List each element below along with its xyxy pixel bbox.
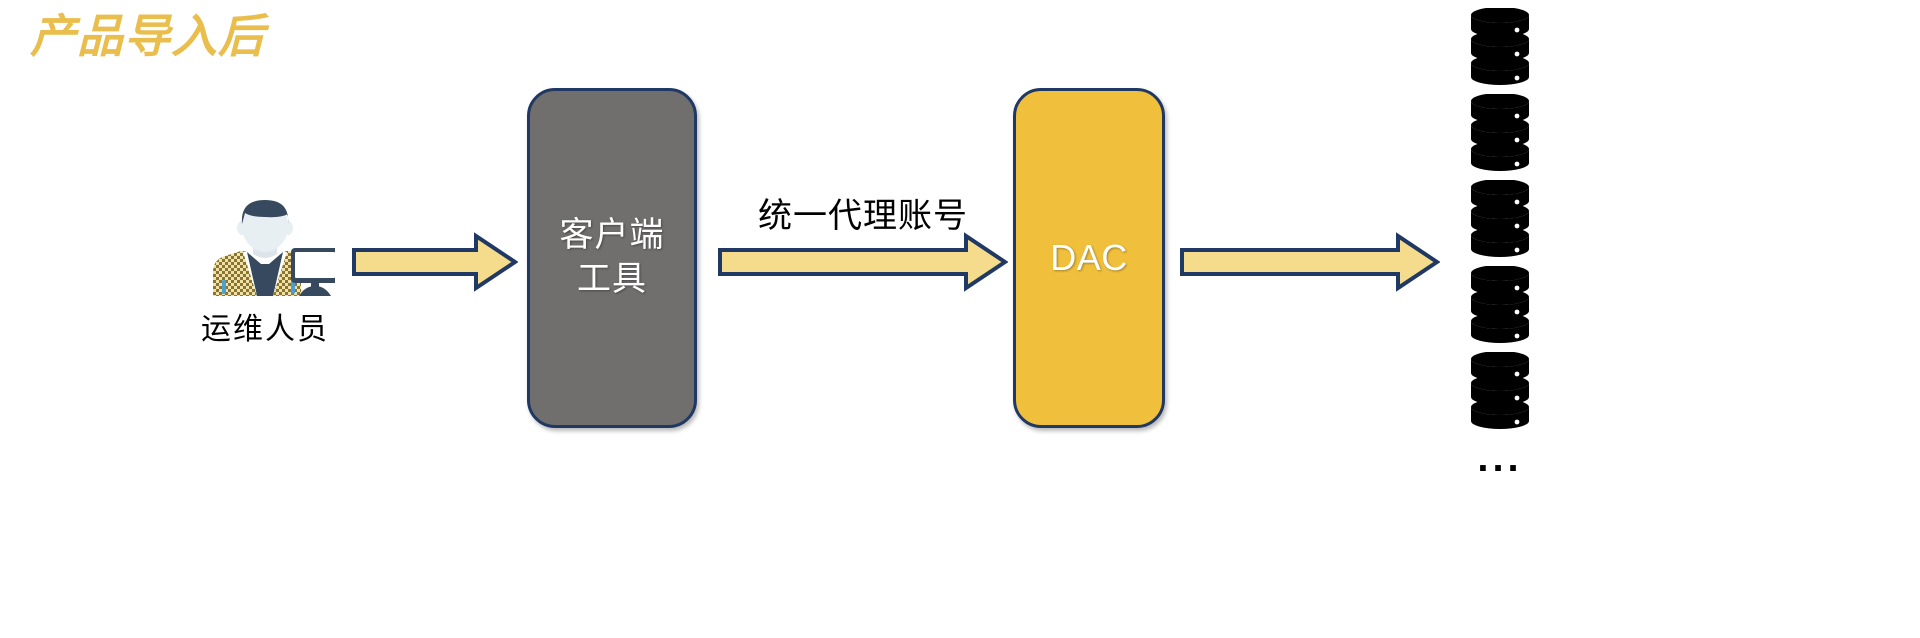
- database-stack-ellipsis: ...: [1477, 436, 1523, 480]
- database-cylinder-icon: [1471, 180, 1529, 257]
- page-title: 产品导入后: [30, 11, 265, 62]
- arrow-client-to-dac-label: 统一代理账号: [758, 198, 968, 235]
- node-dac[interactable]: DAC: [1013, 88, 1165, 428]
- arrow-operator-to-client: [352, 232, 518, 292]
- node-client-tool-label-line1: 客户端: [559, 216, 665, 254]
- database-stack: ...: [1445, 8, 1555, 480]
- arrow-dac-to-databases: [1180, 232, 1440, 292]
- database-cylinder-icon: [1471, 352, 1529, 429]
- database-cylinder-icon: [1471, 266, 1529, 343]
- operator-node: 运维人员: [185, 196, 345, 348]
- operator-label: 运维人员: [201, 313, 329, 346]
- database-icon-list: [1469, 8, 1531, 438]
- node-client-tool-label: 客户端 工具: [560, 214, 665, 302]
- node-client-tool-label-line2: 工具: [577, 261, 647, 298]
- node-dac-label: DAC: [1050, 237, 1128, 278]
- arrow-client-to-dac: [718, 232, 1008, 292]
- database-cylinder-icon: [1471, 8, 1529, 85]
- database-cylinder-icon: [1471, 94, 1529, 171]
- node-client-tool[interactable]: 客户端 工具: [527, 88, 697, 428]
- operator-person-computer-icon: [213, 200, 335, 296]
